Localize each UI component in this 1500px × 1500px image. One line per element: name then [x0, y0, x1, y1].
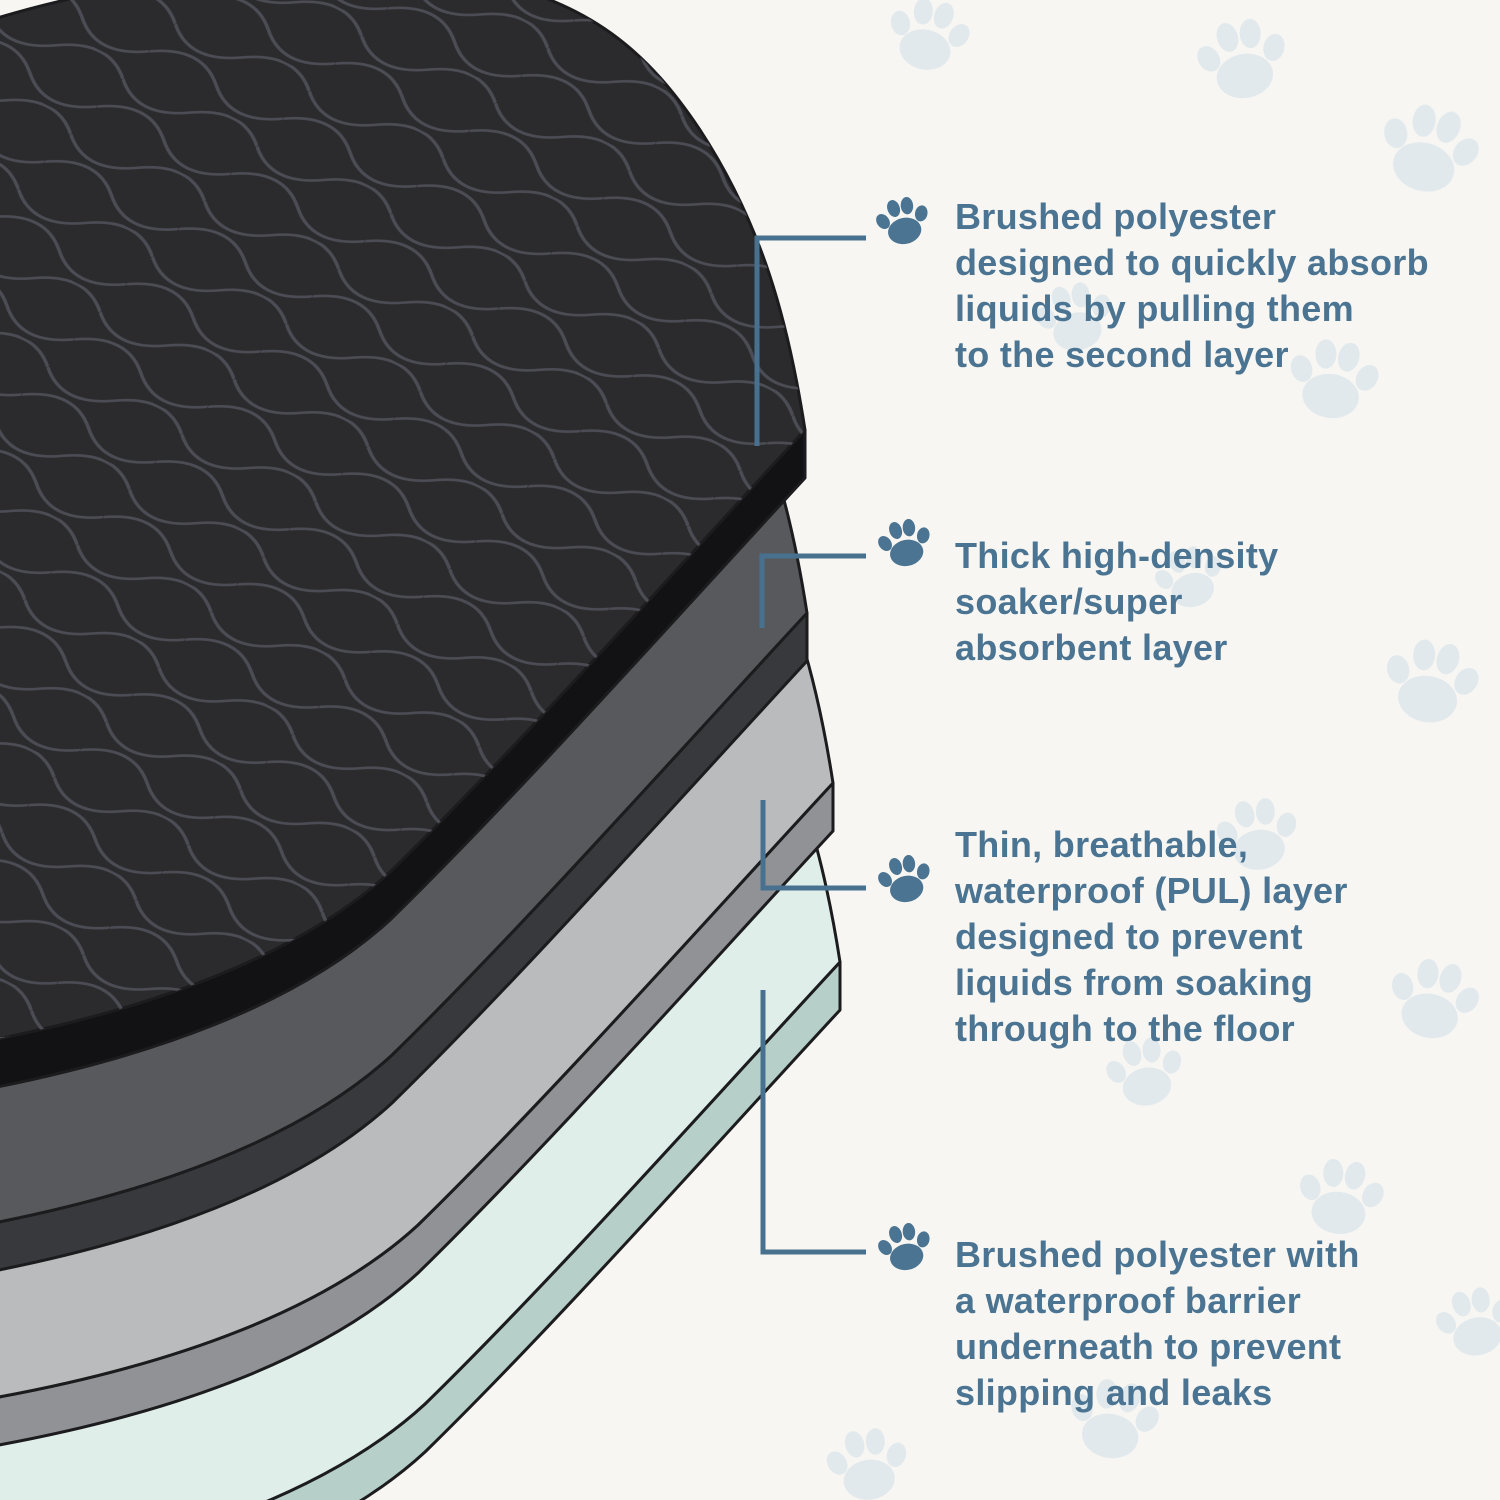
paw-icon — [872, 514, 938, 572]
annotation-text-layer-2: Thick high-density soaker/super absorben… — [955, 535, 1279, 668]
annotation-layer-2: Thick high-density soaker/super absorben… — [955, 487, 1485, 717]
annotation-text-layer-1: Brushed polyester designed to quickly ab… — [955, 196, 1429, 375]
connector-line-layer-2 — [759, 553, 866, 628]
background-paw-icon — [1188, 11, 1297, 106]
paw-icon — [870, 192, 936, 250]
annotation-layer-4: Brushed polyester with a waterproof barr… — [955, 1186, 1485, 1462]
connector-line-layer-3 — [760, 800, 866, 891]
annotation-layer-3: Thin, breathable, waterproof (PUL) layer… — [955, 776, 1485, 1098]
paw-icon — [872, 1218, 938, 1276]
annotation-layer-1: Brushed polyester designed to quickly ab… — [955, 148, 1485, 424]
connector-line-layer-4 — [760, 990, 866, 1255]
connector-lines — [754, 235, 866, 1255]
connector-line-layer-1 — [754, 235, 866, 446]
paw-icon — [872, 850, 938, 908]
annotation-text-layer-4: Brushed polyester with a waterproof barr… — [955, 1234, 1360, 1413]
background-paw-icon — [819, 1422, 916, 1500]
annotation-paw-icons — [870, 192, 938, 1276]
annotation-text-layer-3: Thin, breathable, waterproof (PUL) layer… — [955, 824, 1348, 1049]
background-paw-icon — [878, 0, 979, 79]
